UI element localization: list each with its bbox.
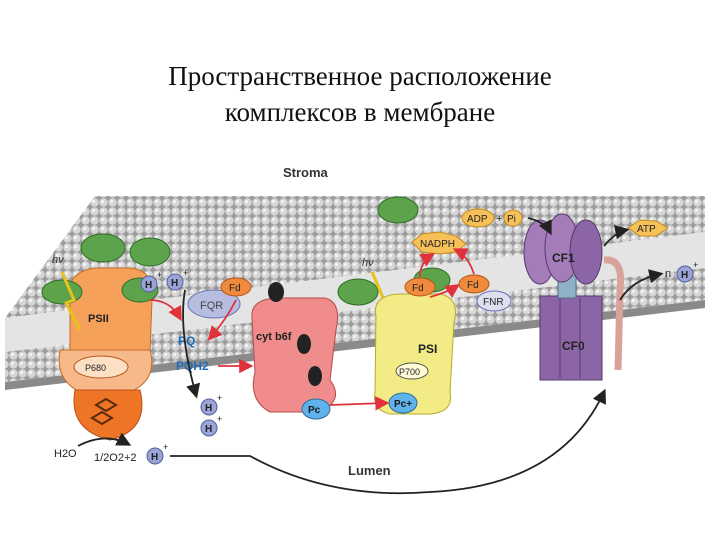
proton-stroma-1-label: H (145, 280, 152, 291)
slide-title: Пространственное расположение комплексов… (0, 58, 720, 130)
adp-label: ADP (467, 214, 488, 225)
proton-count-n: n (665, 268, 671, 280)
pi-molecule (503, 209, 523, 227)
title-line-2: комплексов в мембране (224, 97, 496, 127)
proton-lumen-1-charge: + (217, 393, 222, 403)
pc-plus-label: Pc+ (394, 399, 412, 410)
fd-carrier-1 (220, 277, 252, 297)
proton-stroma-2-charge: + (183, 268, 188, 278)
psi-label: PSI (418, 342, 437, 356)
light-arrow-left (60, 271, 82, 331)
fd-carrier-2 (404, 277, 436, 297)
adp-plus-sign: + (496, 213, 502, 225)
proton-lumen-2-label: H (205, 424, 212, 435)
cf0-label: CF0 (562, 339, 585, 353)
proton-atp-out-label: H (681, 270, 688, 281)
cytb6f-complex: cyt b6f (251, 282, 339, 413)
atp-synthase: CF1 CF0 (523, 213, 625, 381)
p680-label: P680 (85, 363, 106, 373)
psi-complex: PSI P700 (374, 293, 456, 415)
pi-label: Pi (507, 214, 516, 225)
pc-label: Pc (308, 405, 321, 416)
psii-label: PSII (88, 313, 109, 325)
fd-label-1: Fd (229, 283, 241, 294)
stroma-label: Stroma (283, 165, 329, 180)
pc-carrier (301, 398, 331, 420)
fqr-complex (187, 289, 241, 319)
proton-lumen-1: H + (200, 393, 222, 416)
electron-flow-arrows (149, 248, 475, 411)
hv-label-right: hν (362, 257, 374, 269)
fqr-label: FQR (200, 300, 223, 312)
proton-flow-arrows (77, 217, 664, 495)
lumen-label: Lumen (348, 463, 391, 478)
proton-water: H + (146, 442, 168, 465)
proton-water-charge: + (163, 442, 168, 452)
o2-label: 1/2O2+2 (94, 452, 137, 464)
hv-label-left: hν (52, 254, 64, 266)
proton-lumen-2: H + (200, 414, 222, 437)
pq-label: PQ (178, 334, 195, 348)
pqh2-label: PQH2 (176, 359, 209, 373)
cytbf-label: cyt b6f (256, 331, 292, 343)
title-line-1: Пространственное расположение (168, 61, 552, 91)
proton-atp-out-charge: + (693, 260, 698, 270)
h2o-label: H2O (54, 448, 77, 460)
p700-label: P700 (399, 367, 420, 377)
fd-label-2: Fd (412, 283, 424, 294)
cf1-label: CF1 (552, 251, 575, 265)
fnr-complex (476, 290, 512, 312)
nadph-burst (411, 231, 467, 255)
nadph-label: NADPH (420, 239, 455, 250)
proton-stroma-1: H + (140, 270, 162, 293)
proton-stroma-2: H + (166, 268, 188, 291)
atp-label: ATP (637, 224, 656, 235)
atp-burst (627, 219, 669, 237)
proton-stroma-1-charge: + (157, 270, 162, 280)
fnr-label: FNR (483, 297, 504, 308)
proton-water-label: H (151, 452, 158, 463)
proton-lumen-1-label: H (205, 403, 212, 414)
fd-carrier-3 (458, 274, 490, 294)
fd-label-3: Fd (467, 280, 479, 291)
proton-lumen-2-charge: + (217, 414, 222, 424)
adp-molecule (461, 208, 495, 228)
proton-atp-out: n H + (665, 260, 698, 283)
proton-stroma-2-label: H (171, 278, 178, 289)
